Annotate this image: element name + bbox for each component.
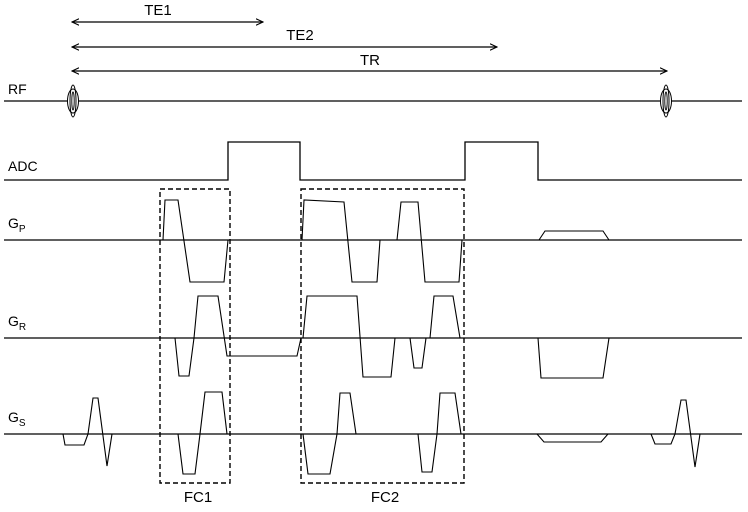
te1-label: TE1 — [144, 2, 172, 19]
fc1-box — [159, 188, 231, 484]
fc2-box — [300, 188, 465, 484]
fc2-label: FC2 — [371, 489, 399, 506]
rf-pulse-2 — [660, 84, 672, 118]
adc-waveform — [4, 141, 742, 181]
gs-waveform — [62, 391, 701, 475]
gp-channel-label: GP — [8, 215, 26, 235]
gr-waveform — [174, 295, 610, 379]
tr-label: TR — [360, 52, 380, 69]
rf-channel-label: RF — [8, 81, 27, 97]
rf-pulse-1 — [67, 84, 79, 118]
gp-waveform — [162, 199, 610, 283]
fc1-label: FC1 — [184, 489, 212, 506]
te2-label: TE2 — [286, 27, 314, 44]
adc-channel-label: ADC — [8, 158, 38, 174]
gs-channel-label: GS — [8, 409, 26, 429]
gr-channel-label: GR — [8, 313, 26, 333]
